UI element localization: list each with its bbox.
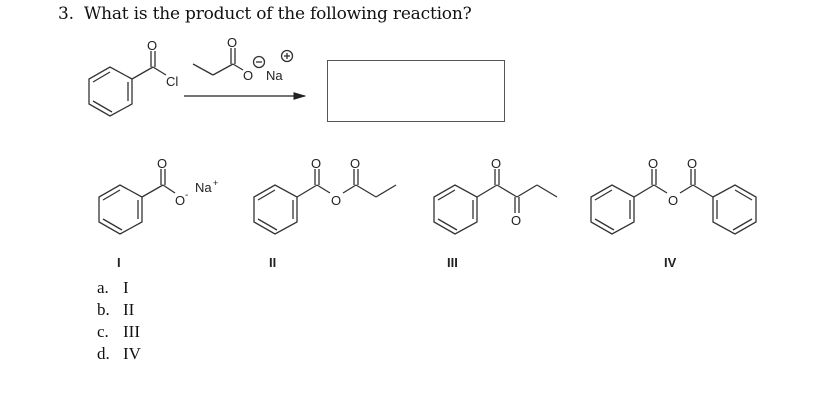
choice-value: III — [123, 322, 140, 341]
structure-i: O O - Na + I — [98, 156, 218, 270]
atom-label-cl: Cl — [166, 74, 178, 89]
atom-label-o-anion: O — [175, 193, 185, 208]
structure-iv: O O O IV — [590, 156, 757, 270]
structure-label: II — [269, 255, 276, 270]
choice-letter: c. — [97, 322, 109, 341]
atom-label-o: O — [687, 156, 697, 171]
atom-label-o-anion: O — [243, 68, 253, 83]
structure-label: I — [117, 255, 121, 270]
choice-d[interactable]: d. IV — [97, 343, 141, 365]
atom-label-o: O — [511, 213, 521, 228]
atom-label-o: O — [157, 156, 167, 171]
atom-label-o: O — [227, 35, 237, 50]
atom-label-o: O — [350, 156, 360, 171]
structure-label: III — [447, 255, 458, 270]
product-answer-box[interactable] — [327, 60, 505, 122]
atom-label-o: O — [648, 156, 658, 171]
benzoyl-chloride-structure: O Cl — [88, 38, 178, 117]
choice-letter: b. — [97, 300, 110, 319]
sodium-propanoate-structure: O O Na — [192, 35, 294, 83]
structure-iii: O O III — [433, 156, 558, 270]
structure-label: IV — [664, 255, 677, 270]
choice-value: IV — [123, 344, 141, 363]
atom-label-o: O — [311, 156, 321, 171]
atom-label-na: Na — [195, 180, 212, 195]
charge-plus: + — [213, 178, 218, 188]
atom-label-o: O — [147, 38, 157, 53]
atom-label-o: O — [668, 193, 678, 208]
choice-value: I — [123, 278, 129, 297]
question-number: 3. — [58, 4, 74, 24]
question-title: 3. What is the product of the following r… — [58, 4, 472, 24]
atom-label-na: Na — [266, 68, 283, 83]
atom-label-o: O — [491, 156, 501, 171]
structure-ii: O O O II — [253, 156, 397, 270]
choice-letter: a. — [97, 278, 109, 297]
question-text: What is the product of the following rea… — [83, 4, 472, 24]
choice-b[interactable]: b. II — [97, 299, 141, 321]
choice-letter: d. — [97, 344, 110, 363]
choice-value: II — [123, 300, 135, 319]
answer-choices: a. I b. II c. III d. IV — [97, 277, 141, 365]
choice-a[interactable]: a. I — [97, 277, 141, 299]
atom-label-o: O — [331, 193, 341, 208]
positive-charge-icon — [280, 49, 294, 63]
negative-charge-icon — [252, 55, 266, 69]
choice-c[interactable]: c. III — [97, 321, 141, 343]
charge-minus: - — [185, 190, 188, 201]
